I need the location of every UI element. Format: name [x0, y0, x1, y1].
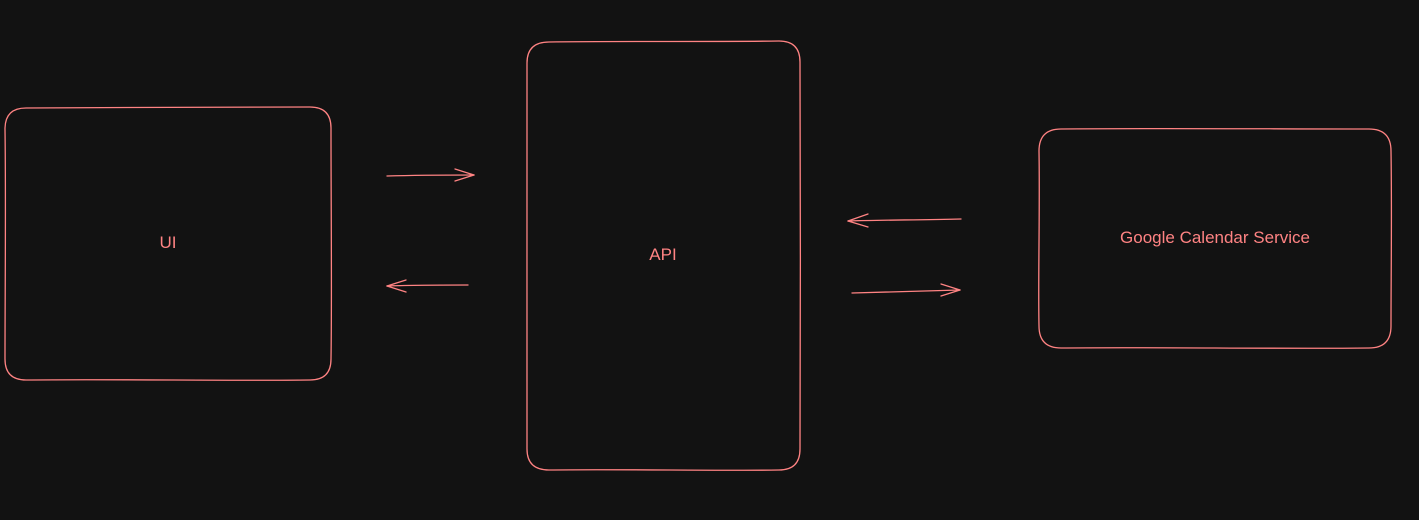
- ui-node-box[interactable]: [4, 106, 333, 381]
- arrow-google-to-api: [847, 213, 962, 228]
- arrow-ui-to-api: [386, 168, 475, 182]
- arrow-api-to-ui: [386, 279, 469, 293]
- api-node-box[interactable]: [526, 40, 802, 471]
- google-calendar-node-box[interactable]: [1038, 127, 1393, 349]
- arrow-api-to-google: [851, 283, 961, 297]
